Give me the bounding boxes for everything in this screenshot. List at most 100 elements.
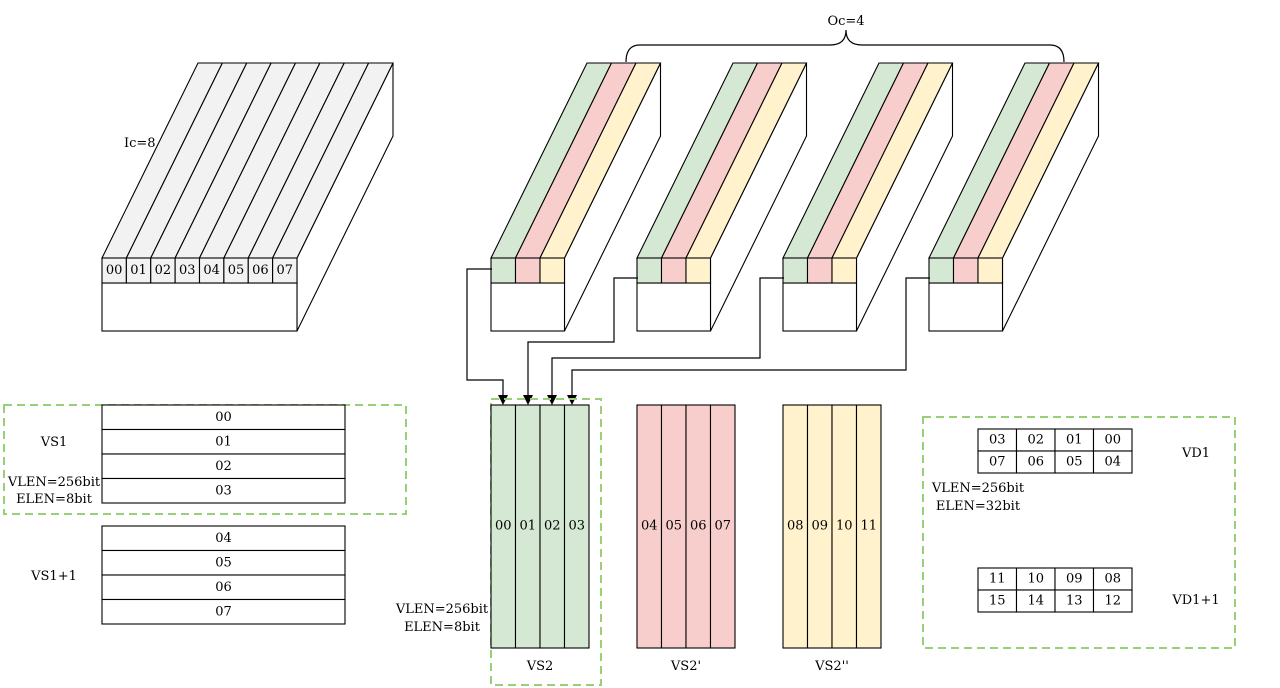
vs2-prime-column [636,404,663,649]
vs2-double-prime-column-label: 09 [811,519,828,534]
vs2-label: VS2 [526,659,554,674]
vd1-cell-label: 03 [989,433,1006,448]
vs1-next-row-label: 05 [215,555,232,570]
kernel-front-cell [977,257,1004,284]
vs2-prime-column-label: 05 [665,519,682,534]
kernel-front-face [490,282,566,332]
vd1-next-cell-label: 12 [1104,594,1121,609]
kernel-front-cell [490,257,517,284]
kernel-front-cell [514,257,541,284]
vd1-next-cell [1092,589,1133,613]
vd1-cell-label: 01 [1066,433,1083,448]
oc-brace [625,29,1065,63]
vs1-next-row [101,525,346,552]
input-front-face [101,282,298,332]
vs1-row-label: 03 [215,483,232,498]
vs1-row-label: 00 [215,410,232,425]
kernel-front-cell [636,257,663,284]
vd1-next-cell-label: 09 [1066,572,1083,587]
vd1-next-cell-label: 13 [1066,594,1083,609]
vs2-register: 00 01 02 03 [490,404,590,649]
vs2-column [563,404,590,649]
oc-label: Oc=4 [827,14,864,29]
vd1-cell-label: 04 [1104,455,1121,470]
vd1-next-cell-label: 11 [989,572,1006,587]
kernel-front-cell [806,257,833,284]
vs1-next-row [101,598,346,625]
arrow-kernel3-to-vs2 [547,277,784,405]
vs2-column-label: 02 [544,519,561,534]
vs2-column-label: 01 [519,519,536,534]
vs2-prime-column-label: 07 [714,519,731,534]
arrow-kernel2-to-vs2 [523,277,638,405]
vs2-prime-column-label: 04 [641,519,658,534]
kernel-front-cell [952,257,979,284]
vs2-column-label: 00 [495,519,512,534]
vs1-next-row-label: 06 [215,580,232,595]
kernel-front-face [782,282,858,332]
vd1-next-cell-label: 15 [989,594,1006,609]
vs2-double-prime-register: 08 09 10 11 [782,404,882,649]
vs2-dashed-group [490,398,602,686]
vs2-double-prime-column-label: 10 [836,519,853,534]
vs2-double-prime-column-label: 08 [787,519,804,534]
vd1-cell-label: 05 [1066,455,1083,470]
vs2-prime-column-label: 06 [690,519,707,534]
kernel-front-cell [660,257,687,284]
vs2-prime-column [709,404,736,649]
vs2-double-prime-column-label: 11 [860,519,877,534]
vs1-row-label: 02 [215,459,232,474]
input-channel-label: 02 [155,263,172,278]
vd1-cell [1092,450,1133,474]
kernel-front-cell [782,257,809,284]
vs2-column [539,404,566,649]
vd1-cell-label: 02 [1027,433,1044,448]
vs2-double-prime-column [831,404,858,649]
connector-arrows [466,268,930,405]
vs1-row [101,477,346,504]
vs1-next-label: VS1+1 [30,569,77,584]
vs1-vlen-label: VLEN=256bit [7,475,101,490]
vd1-elen-label: ELEN=32bit [936,499,1021,514]
vs1-row [101,404,346,431]
ic-label: Ic=8 [124,136,156,151]
kernel-front-cell [928,257,955,284]
vd1-label: VD1 [1181,446,1210,461]
vs2-column [490,404,517,649]
vs2-prime-label: VS2' [670,659,701,674]
vd1-dashed-group [922,416,1236,649]
vs2-column [514,404,541,649]
input-channel-label: 05 [228,263,245,278]
vs2-column-label: 03 [568,519,585,534]
vs1-label: VS1 [40,435,68,450]
input-channel-cell [272,257,298,284]
kernel-blocks [490,62,1100,332]
vd1-next-label: VD1+1 [1171,593,1219,608]
kernel-front-face [636,282,712,332]
input-channel-label: 07 [277,263,294,278]
vs1-next-row [101,549,346,576]
input-channel-cell [174,257,201,284]
input-channel-cell [125,257,152,284]
input-channel-label: 04 [203,263,220,278]
kernel-front-face [928,282,1004,332]
kernel-front-cell [831,257,858,284]
vs2-prime-column [660,404,687,649]
vs2-double-prime-column [806,404,833,649]
vs1-next-row-label: 07 [215,604,232,619]
vd1-cell-label: 00 [1104,433,1121,448]
vs2-elen-label: ELEN=8bit [404,620,481,635]
kernel-front-cell [685,257,712,284]
vd1-next-cell-label: 10 [1027,572,1044,587]
vs2-prime-register: 04 05 06 07 [636,404,736,649]
vd1-cell-label: 07 [989,455,1006,470]
vs1-row [101,428,346,455]
kernel-front-cell [539,257,566,284]
input-channel-label: 01 [130,263,147,278]
